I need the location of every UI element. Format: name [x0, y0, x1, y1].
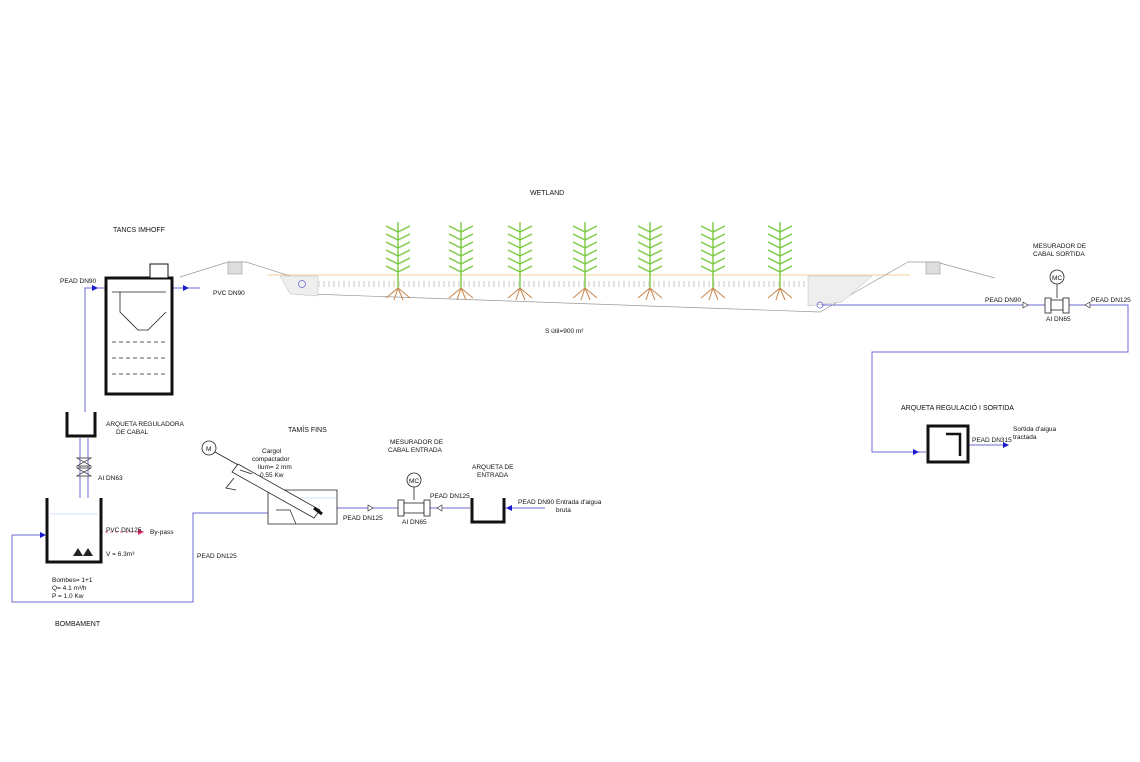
flow-arrow-icon	[183, 285, 189, 291]
raw-water-label-2: bruta	[556, 507, 571, 514]
outlet-meter-label-2: CABAL SORTIDA	[1033, 251, 1085, 258]
pumping-well: PVC DN125 By-pass V = 6.3m³ Bombes= 1+1 …	[45, 498, 174, 628]
flow-arrow-icon	[506, 505, 512, 511]
pipe-network	[11, 287, 1129, 603]
reed-plant-icon	[767, 222, 793, 301]
reed-plant-icon	[637, 222, 663, 301]
outlet-valve-label: AI DN65	[1046, 316, 1071, 323]
outlet-mc-label: MC	[1052, 275, 1062, 282]
pvc-dn90-label: PVC DN90	[213, 290, 245, 297]
regulating-chamber-label-1: ARQUETA REGULADORA	[106, 421, 185, 428]
fine-screen: TAMÍS FINS M Cargol compactador llum= 2 …	[197, 425, 383, 560]
pvc-dn125-label: PVC DN125	[106, 527, 142, 534]
flow-arrow-icon	[40, 532, 46, 538]
regulating-chamber-label-2: DE CABAL	[116, 429, 149, 436]
motor-icon	[201, 440, 217, 456]
flow-arrow-icon	[913, 449, 919, 455]
inlet-flowmeter: MESURADOR DE CABAL ENTRADA MC AI DN65 PE…	[367, 439, 470, 526]
motor-label: M	[206, 446, 211, 453]
treated-water-label-2: tractada	[1013, 434, 1037, 441]
reed-plant-icon	[572, 222, 598, 301]
valve-dn63-icon	[75, 457, 93, 477]
outlet-flowmeter: MESURADOR DE CABAL SORTIDA MC PEAD DN90 …	[985, 243, 1131, 323]
inlet-mc-label: MC	[409, 478, 419, 485]
screen-outlet-label: PEAD DN125	[343, 515, 383, 522]
inlet-meter-label-1: MESURADOR DE	[390, 439, 444, 446]
reed-plant-icon	[448, 222, 474, 301]
outlet-chamber-title: ARQUETA REGULACIÓ I SORTIDA	[901, 403, 1014, 412]
outlet-chamber: ARQUETA REGULACIÓ I SORTIDA PEAD DN315 S…	[901, 403, 1057, 464]
imhoff-tank: TANCS IMHOFF PEAD DN90 PVC DN90	[60, 227, 245, 396]
pumps-label: Bombes= 1+1	[52, 577, 93, 584]
outlet-pead-dn125-label: PEAD DN125	[1091, 297, 1131, 304]
flow-arrow-icon	[92, 285, 98, 291]
raw-water-label-1: Entrada d'aigua	[556, 499, 602, 506]
screw-label-2: compactador	[252, 456, 290, 463]
screw-label-3: llum= 2 mm	[258, 464, 292, 471]
pumping-title: BOMBAMENT	[55, 621, 101, 628]
screen-inlet-label: PEAD DN125	[197, 553, 237, 560]
pump-icon	[73, 548, 83, 556]
valve-dn63-label: AI DN63	[98, 475, 123, 482]
flow-arrow-icon	[1003, 442, 1009, 448]
outlet-pead-dn315-label: PEAD DN315	[972, 437, 1012, 444]
inlet-meter-label-2: CABAL ENTRADA	[388, 447, 443, 454]
reed-plant-icon	[507, 222, 533, 301]
surface-area-label: S útil=900 m²	[545, 328, 584, 335]
inlet-chamber: ARQUETA DE ENTRADA PEAD DN90 Entrada d'a…	[470, 464, 602, 524]
wetland-title: WETLAND	[530, 190, 564, 197]
outlet-meter-label-1: MESURADOR DE	[1033, 243, 1087, 250]
volume-label: V = 6.3m³	[106, 551, 135, 558]
bypass-label: By-pass	[150, 529, 174, 536]
inlet-pead-label: PEAD DN90	[518, 499, 555, 506]
pead-dn90-top-label: PEAD DN90	[60, 278, 97, 285]
imhoff-title: TANCS IMHOFF	[113, 227, 165, 234]
inlet-chamber-label-1: ARQUETA DE	[472, 464, 514, 471]
inlet-chamber-label-2: ENTRADA	[477, 472, 509, 479]
power-label: P = 1.0 Kw	[52, 593, 84, 600]
reed-plant-icon	[700, 222, 726, 301]
plants	[385, 222, 793, 301]
bypass-arrow-icon	[138, 529, 144, 535]
flow-regulating-chamber: ARQUETA REGULADORA DE CABAL	[65, 412, 185, 438]
pump-icon	[83, 548, 93, 556]
screen-title: TAMÍS FINS	[288, 425, 327, 434]
screw-label-1: Cargol	[262, 448, 282, 455]
outlet-pead-dn90-label: PEAD DN90	[985, 297, 1022, 304]
inlet-valve-label: AI DN65	[402, 519, 427, 526]
inlet-pipe-label: PEAD DN125	[430, 493, 470, 500]
screw-label-4: 0.55 Kw	[260, 472, 284, 479]
reed-plant-icon	[385, 222, 411, 301]
flow-rate-label: Q= 4.1 m³/h	[52, 585, 87, 592]
wetland: WETLAND S útil=900 m²	[179, 190, 996, 335]
treated-water-label-1: Sortida d'aigua	[1013, 426, 1057, 433]
